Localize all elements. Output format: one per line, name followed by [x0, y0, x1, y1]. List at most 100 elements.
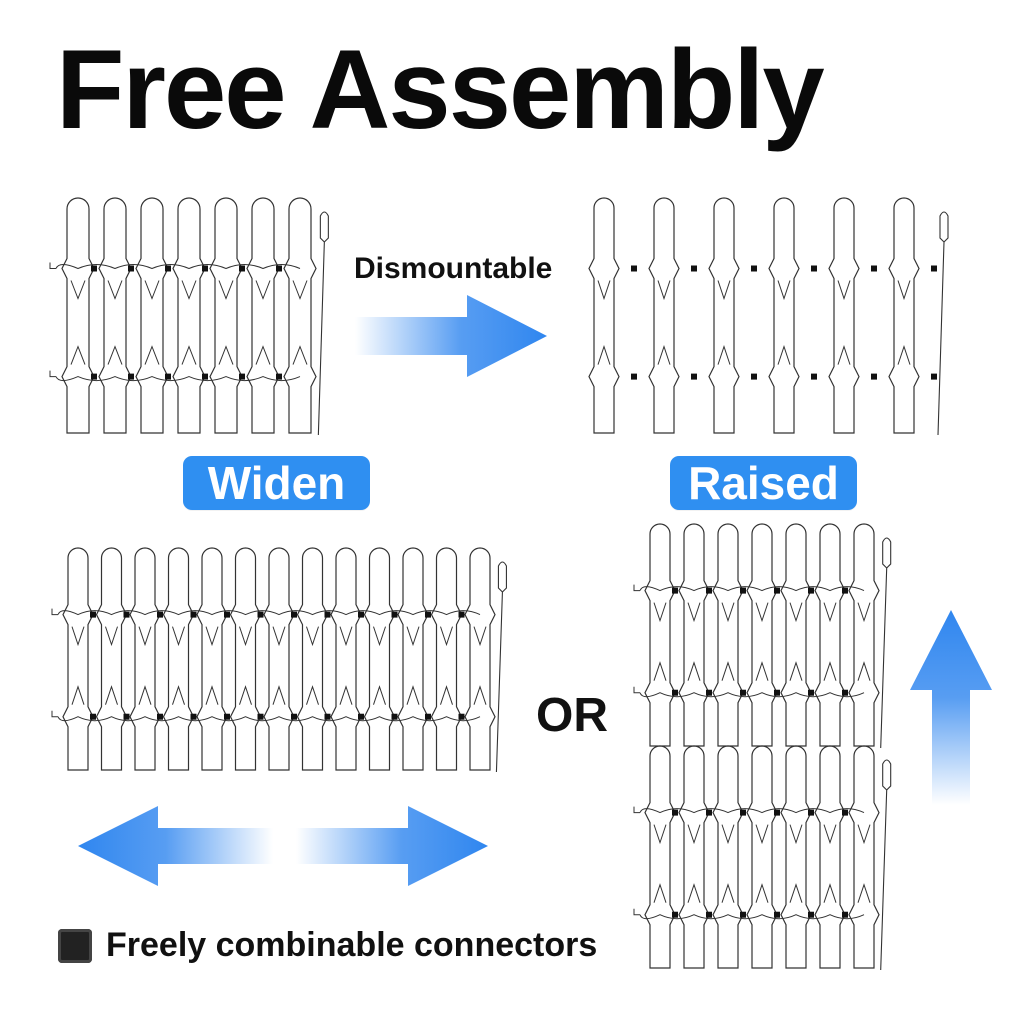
page-title: Free Assembly: [56, 27, 825, 152]
connector: [458, 611, 465, 618]
fence-picket: [678, 745, 710, 969]
connector: [202, 265, 208, 272]
connector: [691, 265, 697, 272]
legend: Freely combinable connectors: [58, 926, 597, 965]
connector: [324, 611, 331, 618]
connector: [706, 911, 712, 918]
fence-picket: [848, 523, 880, 747]
or-label: OR: [536, 689, 608, 742]
connector: [257, 611, 264, 618]
fence-picket: [430, 547, 463, 771]
fence-picket: [780, 745, 812, 969]
arrow-right-icon: [355, 295, 547, 377]
connector: [931, 373, 937, 380]
fence-picket: [263, 547, 295, 771]
fence-panel-dismounted: [588, 197, 949, 436]
fence-picket: [95, 547, 128, 771]
connector: [190, 713, 197, 720]
connector: [90, 713, 96, 720]
connector: [425, 713, 431, 720]
connector: [123, 713, 130, 720]
fence-stake: [880, 537, 892, 749]
fence-picket: [61, 197, 95, 434]
connector: [631, 265, 637, 272]
connector: [224, 713, 230, 720]
connector: [740, 809, 746, 816]
fence-picket: [644, 523, 676, 747]
fence-picket: [780, 523, 812, 747]
connector: [811, 265, 817, 272]
connector: [91, 373, 97, 380]
connector: [811, 373, 817, 380]
connector: [842, 911, 848, 918]
connector: [931, 265, 937, 272]
fence-picket: [129, 547, 161, 771]
fence-stake: [495, 561, 507, 773]
fence-picket: [746, 523, 778, 747]
connector: [123, 611, 130, 618]
connector: [128, 373, 134, 380]
legend-text: Freely combinable connectors: [106, 926, 598, 964]
connector: [691, 373, 697, 380]
fence-picket: [464, 547, 496, 771]
fence-picket: [246, 197, 280, 434]
connector: [871, 265, 877, 272]
fence-panel-assembled: [49, 197, 329, 436]
fence-stake: [317, 211, 329, 436]
connector: [276, 265, 282, 272]
connector: [706, 689, 712, 696]
fence-picket: [162, 547, 195, 771]
fence-picket: [397, 547, 429, 771]
widen-badge: Widen: [183, 456, 370, 510]
connector: [157, 611, 163, 618]
connector: [128, 265, 134, 272]
connector: [324, 713, 331, 720]
fence-picket: [172, 197, 206, 434]
connector: [842, 689, 848, 696]
fence-picket: [712, 523, 744, 747]
arrow-up-icon: [910, 610, 992, 805]
fence-picket: [330, 547, 362, 771]
fence-picket: [588, 197, 620, 434]
fence-stake: [937, 211, 949, 436]
connector: [165, 265, 171, 272]
fence-picket: [712, 745, 744, 969]
fence-picket: [678, 523, 710, 747]
fence-picket: [296, 547, 329, 771]
arrow-left-icon: [78, 806, 273, 886]
connector: [202, 373, 208, 380]
fence-picket: [888, 197, 920, 434]
arrow-right-icon: [296, 806, 488, 886]
connector: [751, 265, 757, 272]
fence-picket: [814, 745, 846, 969]
fence-picket: [196, 547, 228, 771]
fence-picket: [708, 197, 740, 434]
connector: [157, 713, 163, 720]
connector: [706, 809, 712, 816]
connector: [740, 689, 746, 696]
fence-panel-widened: [51, 547, 507, 773]
connector: [276, 373, 282, 380]
fence-picket: [746, 745, 778, 969]
connector: [740, 911, 746, 918]
connector: [774, 911, 780, 918]
connector: [751, 373, 757, 380]
connector: [808, 689, 814, 696]
fence-picket: [768, 197, 800, 434]
connector: [672, 809, 678, 816]
fence-picket: [814, 523, 846, 747]
connector: [239, 265, 245, 272]
fence-picket: [648, 197, 680, 434]
fence-picket: [644, 745, 676, 969]
connector: [808, 587, 814, 594]
fence-picket: [828, 197, 860, 434]
connector: [165, 373, 171, 380]
connector: [740, 587, 746, 594]
connector: [91, 265, 97, 272]
connector: [358, 713, 364, 720]
connector: [631, 373, 637, 380]
connector: [358, 611, 364, 618]
connector: [672, 689, 678, 696]
connector: [774, 587, 780, 594]
connector: [425, 611, 431, 618]
